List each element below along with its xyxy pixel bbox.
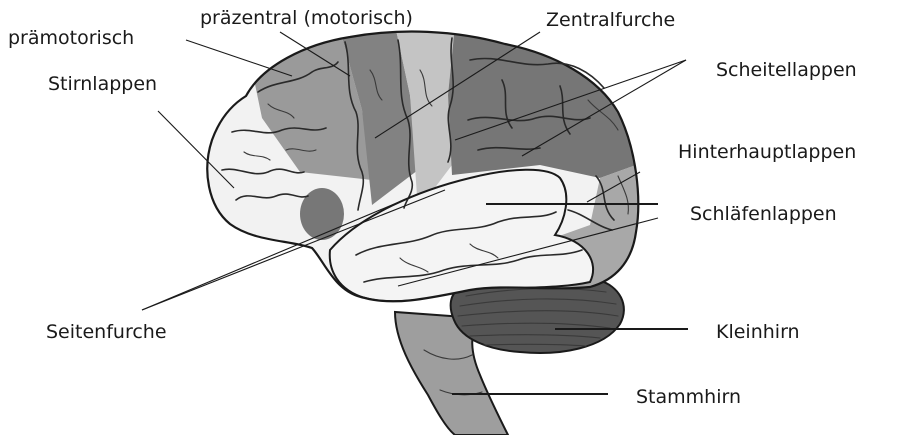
lobe-regions (250, 25, 660, 301)
parietal-region (448, 25, 650, 178)
label-central-sulcus: Zentralfurche (546, 9, 675, 31)
label-occipital-lobe: Hinterhauptlappen (678, 141, 856, 163)
label-frontal-lobe: Stirnlappen (48, 73, 157, 95)
label-temporal-lobe: Schläfenlappen (690, 203, 837, 225)
label-cerebellum: Kleinhirn (716, 321, 800, 343)
label-precentral: präzentral (motorisch) (200, 7, 413, 29)
label-premotor: prämotorisch (8, 27, 134, 49)
label-lateral-sulcus: Seitenfurche (46, 321, 167, 343)
label-parietal-lobe: Scheitellappen (716, 59, 857, 81)
label-brainstem: Stammhirn (636, 386, 741, 408)
